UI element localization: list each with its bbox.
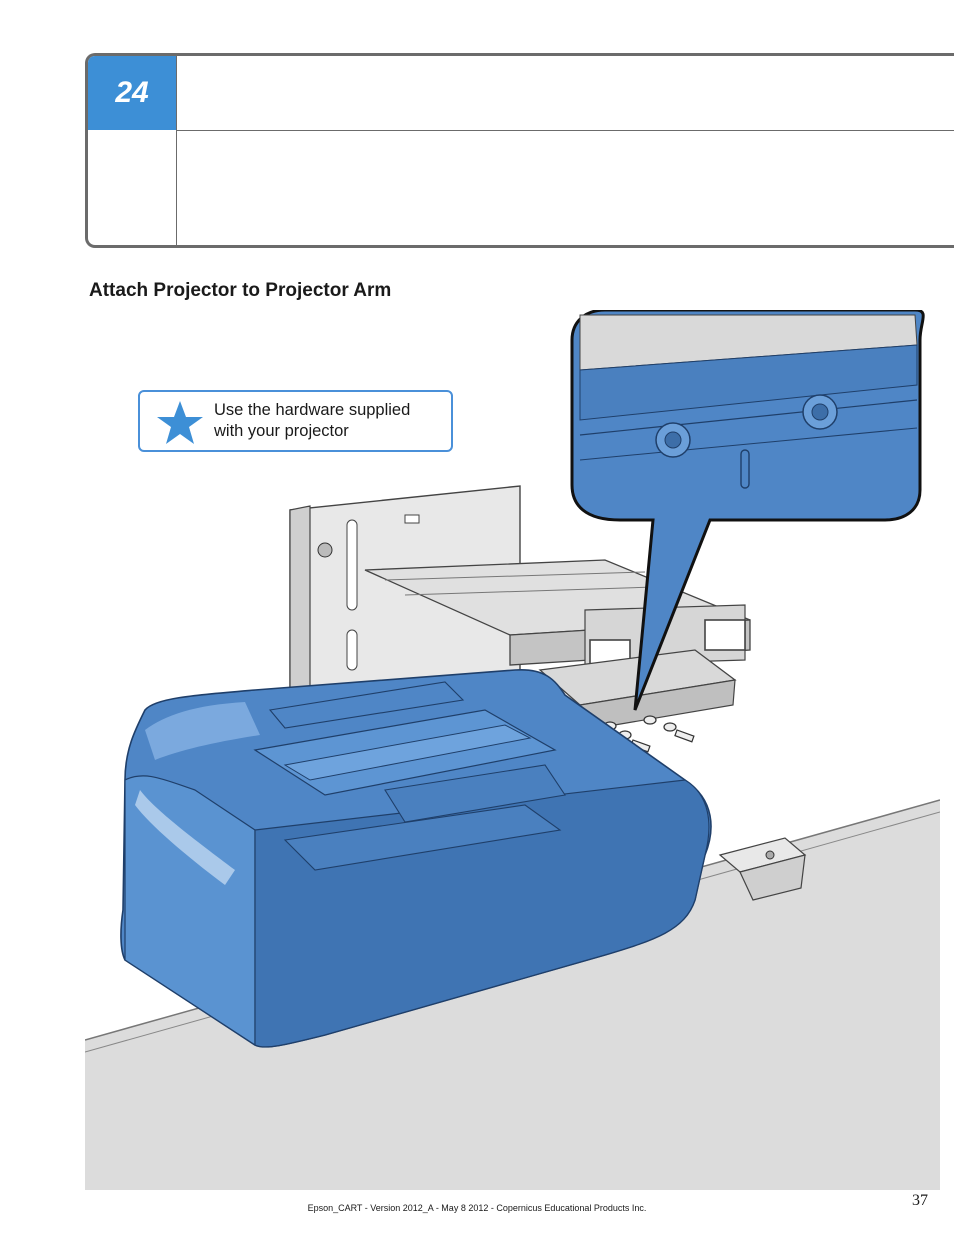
hardware-note: Use the hardware supplied with your proj… — [138, 390, 453, 452]
step-header-box: 24 — [85, 53, 954, 248]
step-divider-horizontal — [176, 130, 954, 131]
note-text: Use the hardware supplied with your proj… — [214, 400, 450, 442]
note-line-2: with your projector — [214, 422, 349, 440]
note-line-1: Use the hardware supplied — [214, 401, 411, 419]
projector-assembly-illustration — [85, 310, 940, 1190]
projector-body — [120, 669, 712, 1048]
step-number: 24 — [88, 56, 176, 130]
footer-text: Epson_CART - Version 2012_A - May 8 2012… — [307, 1203, 647, 1213]
step-divider-vertical — [176, 56, 177, 245]
detail-callout — [570, 310, 925, 711]
floor-surface — [85, 800, 940, 1190]
floor-bracket — [718, 837, 807, 901]
page-number: 37 — [912, 1192, 928, 1209]
section-title: Attach Projector to Projector Arm — [89, 280, 392, 301]
star-icon — [157, 401, 203, 444]
